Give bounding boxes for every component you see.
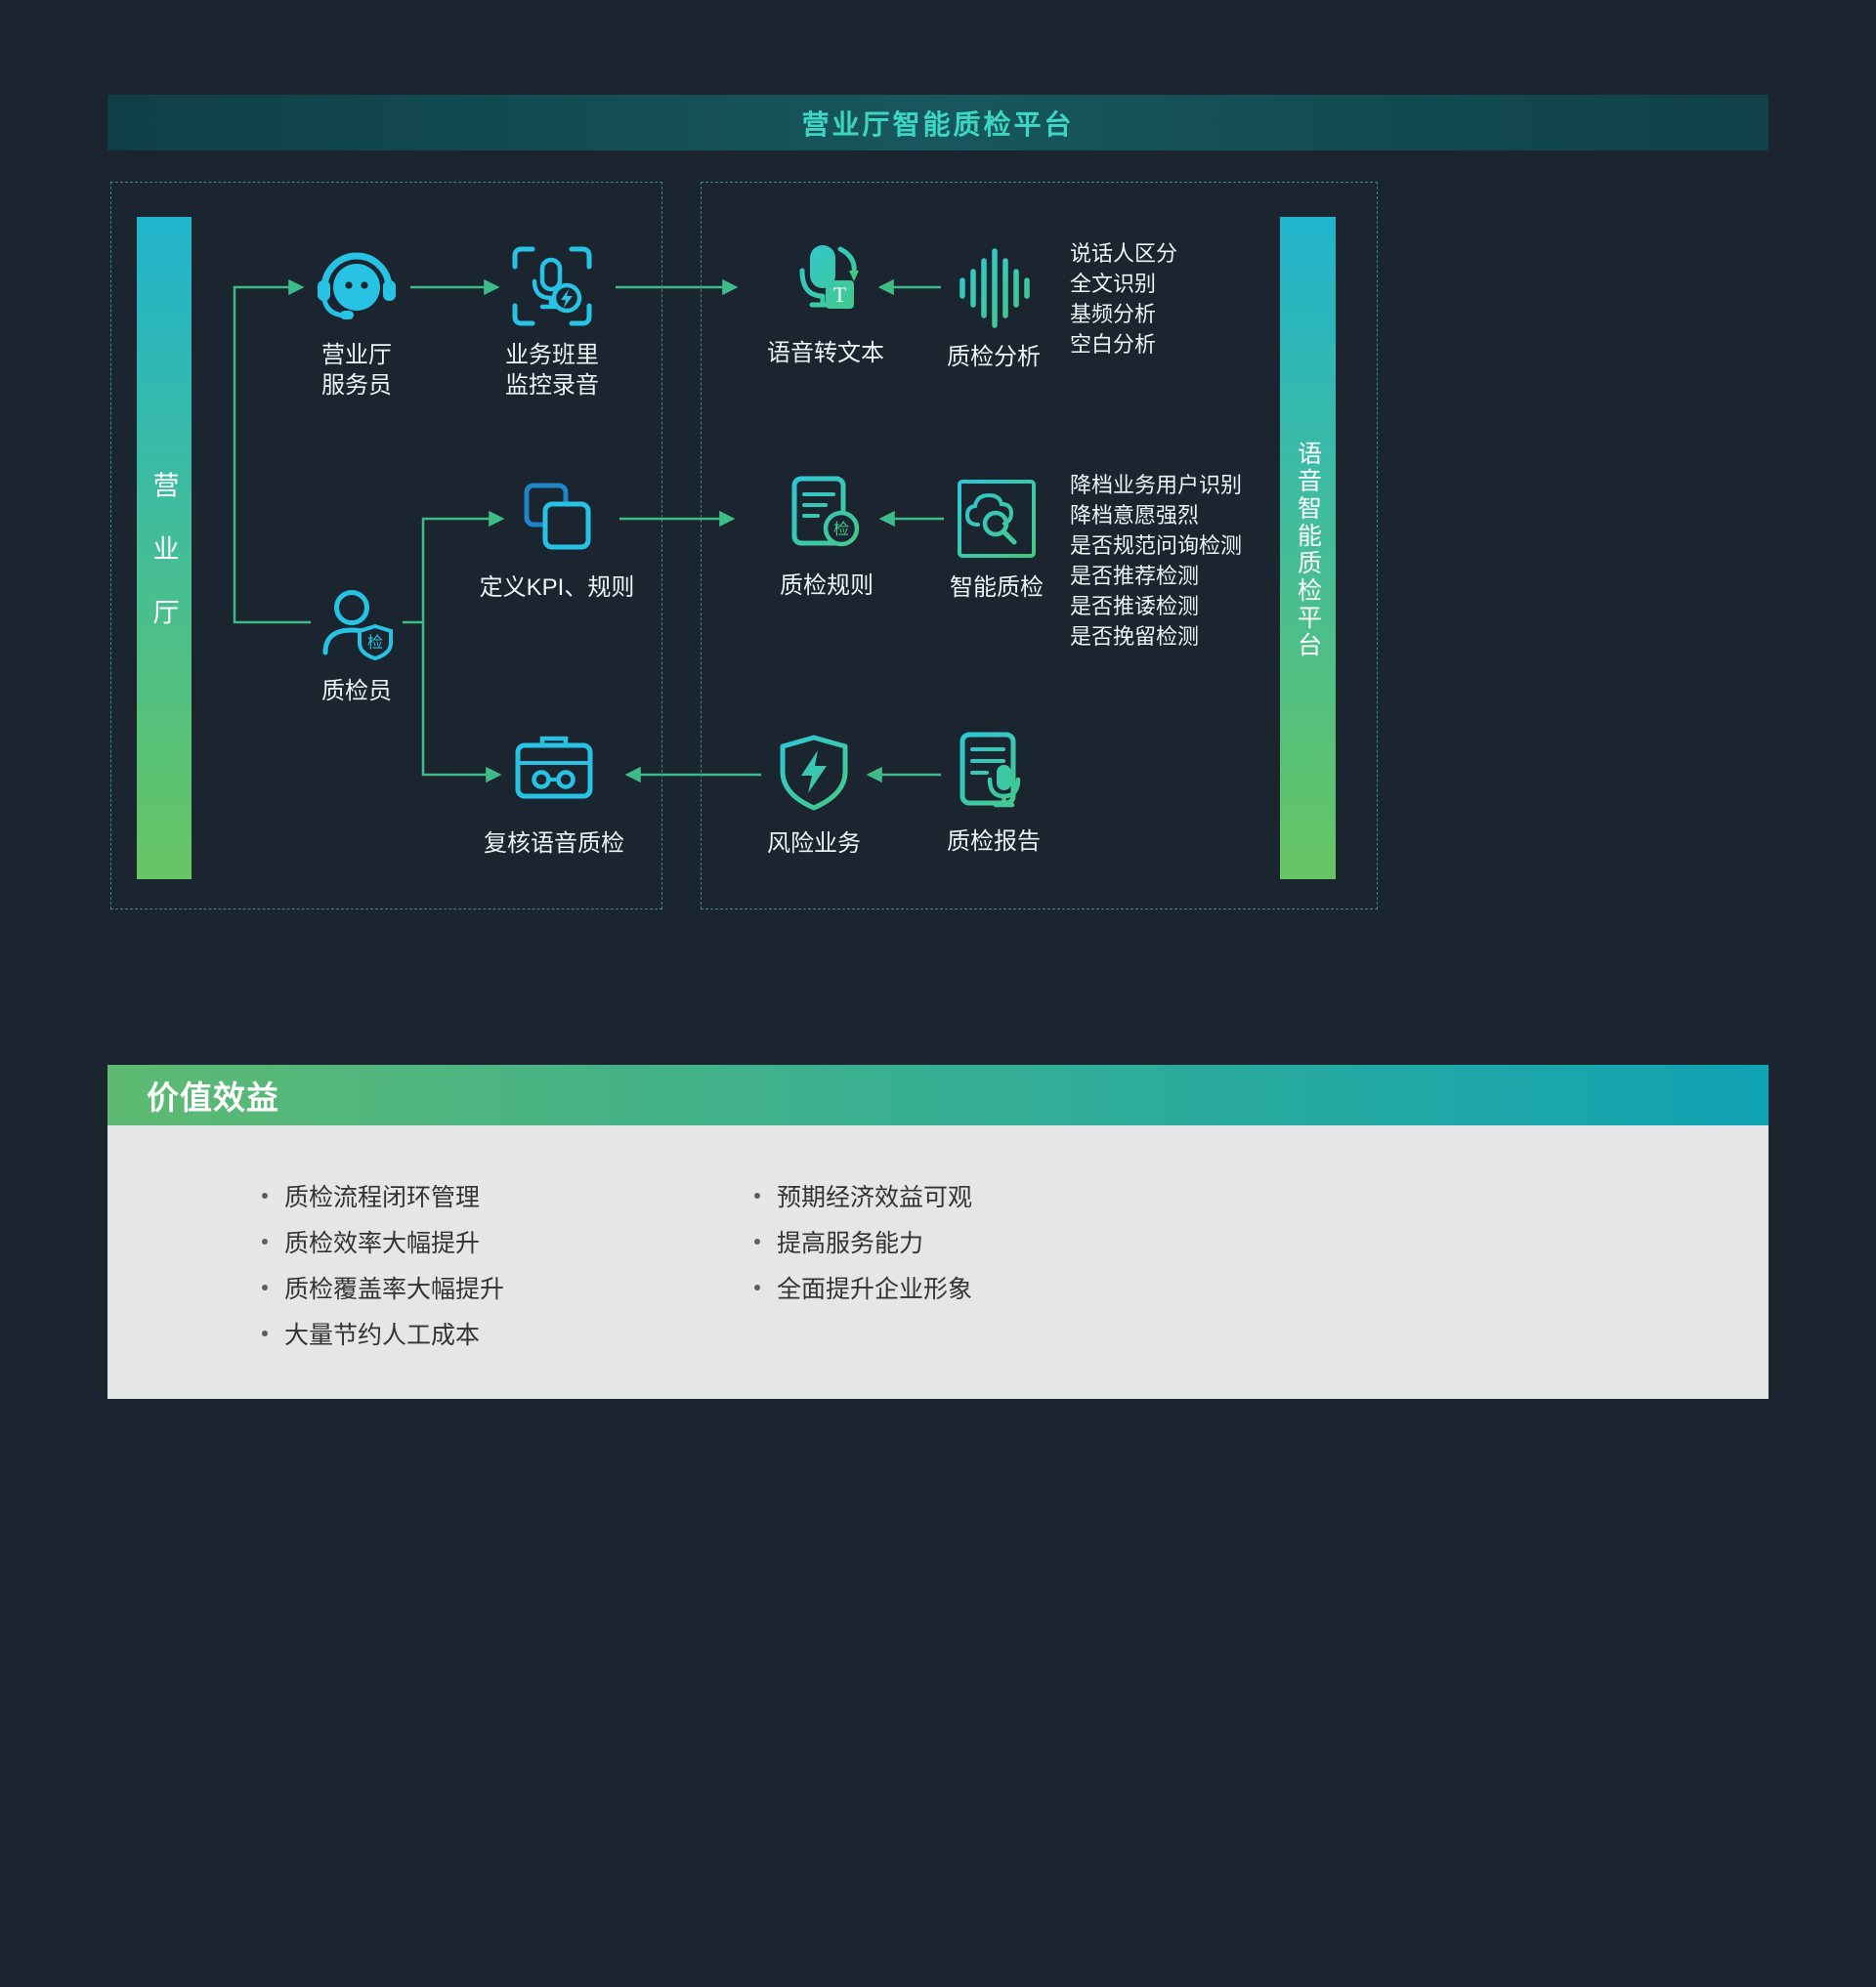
node-monitor-recording: 业务班里 监控录音 bbox=[464, 242, 640, 401]
banner-title: 营业厅智能质检平台 bbox=[801, 108, 1075, 140]
recorder-icon bbox=[510, 731, 598, 819]
node-inspector: 检 质检员 bbox=[269, 578, 445, 706]
voice-platform-sidebar: 语音智能质检平台 bbox=[1280, 217, 1336, 879]
benefit-item: 全面提升企业形象 bbox=[754, 1274, 972, 1303]
mic-to-text-icon: T bbox=[782, 240, 870, 328]
overlapping-squares-icon bbox=[513, 475, 601, 563]
benefits-title: 价值效益 bbox=[147, 1079, 279, 1116]
voice-platform-sidebar-label: 语音智能质检平台 bbox=[1294, 441, 1322, 659]
node-attendant: 营业厅 服务员 bbox=[269, 242, 445, 401]
risk-label: 风险业务 bbox=[767, 830, 861, 857]
node-qc-rules: 检 质检规则 bbox=[739, 473, 915, 601]
node-smart-qc: 智能质检 bbox=[909, 475, 1085, 603]
inspector-label: 质检员 bbox=[321, 678, 392, 704]
speech-to-text-label: 语音转文本 bbox=[767, 340, 884, 366]
voice-qc-panel bbox=[701, 182, 1378, 909]
monitor-label: 业务班里 监控录音 bbox=[505, 342, 599, 399]
bullet-dot bbox=[262, 1192, 268, 1199]
qc-rules-label: 质检规则 bbox=[780, 572, 874, 599]
analysis-feature-list: 说话人区分 全文识别 基频分析 空白分析 bbox=[1070, 241, 1178, 357]
node-risk: 风险业务 bbox=[726, 731, 902, 859]
smart-qc-label: 智能质检 bbox=[950, 574, 1044, 601]
bullet-dot bbox=[754, 1192, 760, 1199]
bullet-dot bbox=[754, 1284, 760, 1290]
svg-text:检: 检 bbox=[833, 521, 849, 538]
waveform-icon bbox=[950, 244, 1038, 332]
headset-agent-icon bbox=[313, 242, 401, 330]
review-label: 复核语音质检 bbox=[484, 830, 624, 857]
business-hall-sidebar: 营业厅 bbox=[137, 217, 192, 879]
recording-frame-icon bbox=[508, 242, 596, 330]
benefit-item: 提高服务能力 bbox=[754, 1228, 972, 1257]
kpi-label: 定义KPI、规则 bbox=[479, 574, 635, 601]
benefit-item: 质检流程闭环管理 bbox=[262, 1182, 504, 1211]
bullet-dot bbox=[754, 1238, 760, 1245]
svg-text:检: 检 bbox=[367, 634, 383, 652]
benefits-column-2: 预期经济效益可观 提高服务能力 全面提升企业形象 bbox=[754, 1182, 972, 1320]
benefits-header: 价值效益 bbox=[107, 1065, 1769, 1125]
bullet-dot bbox=[262, 1330, 268, 1336]
cloud-search-icon bbox=[953, 475, 1041, 563]
benefit-item: 质检覆盖率大幅提升 bbox=[262, 1274, 504, 1303]
node-speech-to-text: T 语音转文本 bbox=[738, 240, 914, 368]
node-kpi-rules: 定义KPI、规则 bbox=[469, 475, 645, 603]
bullet-dot bbox=[262, 1238, 268, 1245]
benefit-item: 质检效率大幅提升 bbox=[262, 1228, 504, 1257]
qc-analysis-label: 质检分析 bbox=[947, 344, 1041, 370]
node-qc-analysis: 质检分析 bbox=[906, 244, 1082, 372]
top-banner: 营业厅智能质检平台 bbox=[107, 95, 1769, 150]
bullet-dot bbox=[262, 1284, 268, 1290]
benefits-column-1: 质检流程闭环管理 质检效率大幅提升 质检覆盖率大幅提升 大量节约人工成本 bbox=[262, 1182, 504, 1366]
benefit-item: 大量节约人工成本 bbox=[262, 1320, 504, 1349]
business-hall-panel bbox=[110, 182, 662, 909]
report-mic-icon bbox=[950, 729, 1038, 817]
benefit-item: 预期经济效益可观 bbox=[754, 1182, 972, 1211]
shield-lightning-icon bbox=[770, 731, 858, 819]
business-hall-sidebar-label: 营业厅 bbox=[149, 471, 179, 662]
node-qc-report: 质检报告 bbox=[906, 729, 1082, 857]
node-review: 复核语音质检 bbox=[466, 731, 642, 859]
benefits-body: 质检流程闭环管理 质检效率大幅提升 质检覆盖率大幅提升 大量节约人工成本 预期经… bbox=[107, 1125, 1769, 1399]
attendant-label: 营业厅 服务员 bbox=[321, 342, 392, 399]
document-check-icon: 检 bbox=[783, 473, 871, 561]
inspector-badge-icon: 检 bbox=[313, 578, 401, 666]
smart-qc-feature-list: 降档业务用户识别 降档意愿强烈 是否规范问询检测 是否推荐检测 是否推诿检测 是… bbox=[1070, 473, 1243, 649]
svg-text:T: T bbox=[833, 282, 847, 307]
qc-report-label: 质检报告 bbox=[947, 828, 1041, 855]
